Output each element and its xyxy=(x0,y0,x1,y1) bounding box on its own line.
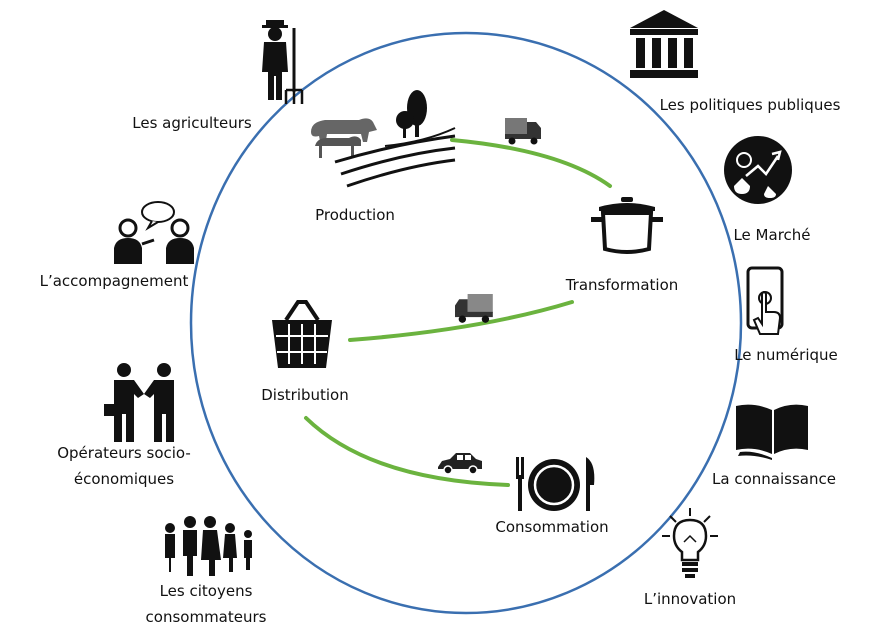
truck-icon xyxy=(505,118,541,145)
flow-production-transformation xyxy=(450,138,612,188)
touchscreen-icon xyxy=(746,266,784,335)
stage-transformation-label: Transformation xyxy=(565,276,679,294)
flow-transformation-distribution xyxy=(348,300,574,342)
family-icon xyxy=(165,516,252,576)
lever-connaissance-label: La connaissance xyxy=(712,470,836,488)
lever-numerique-label: Le numérique xyxy=(734,346,838,364)
stage-distribution-label: Distribution xyxy=(261,386,349,404)
actor-accompagnement-label: L’accompagnement xyxy=(40,272,189,290)
actor-operateurs-label-2: économiques xyxy=(74,470,174,488)
basket-icon xyxy=(272,300,332,368)
lightbulb-icon xyxy=(662,508,718,578)
farmer-icon xyxy=(262,20,304,104)
money-market-icon xyxy=(724,136,792,204)
actor-citoyens-label-1: Les citoyens xyxy=(160,582,253,600)
cooking-pot-icon xyxy=(591,197,663,254)
truck-icon xyxy=(455,294,493,323)
dialogue-icon xyxy=(114,201,194,264)
lever-politiques-label: Les politiques publiques xyxy=(660,96,841,114)
lever-marche-label: Le Marché xyxy=(733,226,810,244)
stage-production-label: Production xyxy=(315,206,395,224)
farm-icon xyxy=(311,90,456,188)
lever-innovation-label: L’innovation xyxy=(644,590,736,608)
food-system-circle xyxy=(189,31,743,615)
handshake-icon xyxy=(104,363,174,442)
bank-icon xyxy=(630,10,698,78)
actor-operateurs-label-1: Opérateurs socio- xyxy=(57,444,191,462)
flow-distribution-consommation xyxy=(304,416,510,487)
car-icon xyxy=(438,453,482,475)
stage-consommation-label: Consommation xyxy=(495,518,608,536)
plate-cutlery-icon xyxy=(516,457,595,511)
actor-citoyens-label-2: consommateurs xyxy=(146,608,267,626)
book-icon xyxy=(736,404,808,460)
actor-agriculteurs-label: Les agriculteurs xyxy=(132,114,252,132)
